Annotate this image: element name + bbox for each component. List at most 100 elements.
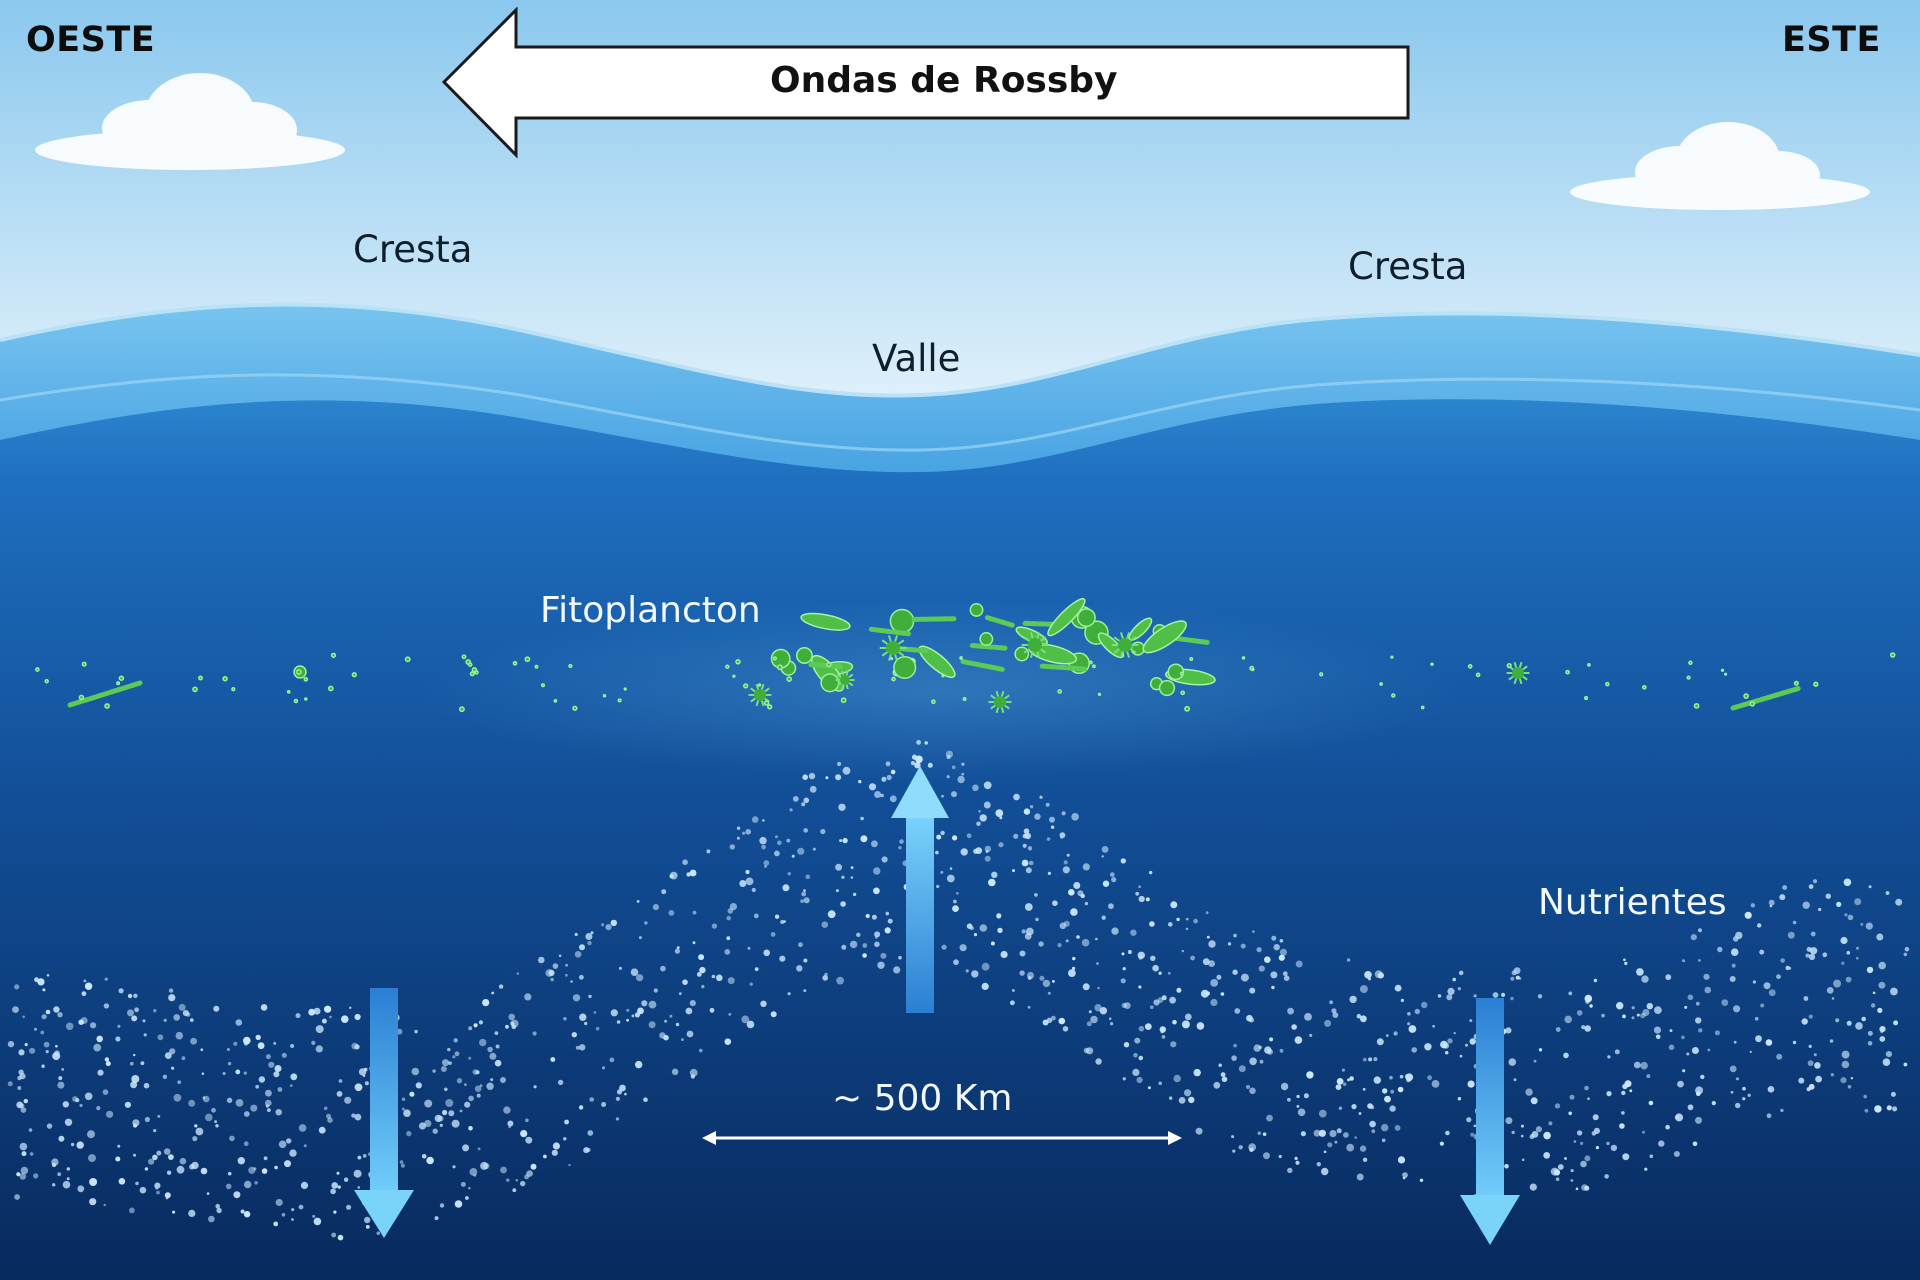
nutrient-dot [1359, 1145, 1367, 1152]
nutrient-dot [610, 919, 617, 927]
nutrient-dot [1050, 825, 1055, 829]
nutrient-dot [89, 1178, 98, 1186]
nutrient-dot [545, 969, 554, 977]
nutrient-dot [770, 932, 776, 937]
nutrient-dot [1263, 1152, 1270, 1160]
chain-plankton [969, 643, 1008, 651]
nutrient-dot [164, 1192, 171, 1199]
nutrient-dot [1324, 1019, 1332, 1027]
nutrient-dot [726, 915, 731, 921]
nutrient-dot [261, 1168, 268, 1174]
nutrient-dot [1802, 901, 1810, 909]
nutrient-dot [1231, 1135, 1235, 1139]
nutrient-dot [351, 1113, 356, 1118]
nutrient-dot [1721, 999, 1729, 1006]
nutrient-dot [315, 1045, 323, 1053]
radiolarian-plankton [835, 670, 855, 690]
nutrient-dot [1062, 866, 1070, 874]
nutrient-dot [729, 844, 735, 850]
nutrient-dot [181, 1056, 186, 1061]
diatom-plankton [1142, 620, 1187, 654]
nutrient-dot [227, 1171, 232, 1176]
nutrient-dot [1903, 952, 1908, 957]
nutrient-dot [1808, 1044, 1812, 1048]
nutrient-dot [1393, 1031, 1398, 1036]
nutrient-dot [976, 821, 981, 827]
nutrient-dot [1589, 1004, 1593, 1008]
nutrient-dot [1621, 1111, 1625, 1115]
phytoplankton-cell [104, 703, 110, 709]
nutrient-dot [34, 1027, 37, 1031]
nutrient-dot [1122, 1077, 1127, 1081]
nutrient-dot [1294, 1036, 1303, 1044]
nutrient-dot [638, 936, 642, 940]
nutrient-dot [1735, 1102, 1741, 1109]
scale-label: ~ 500 Km [832, 1078, 1013, 1119]
nutrient-dot [631, 1014, 635, 1018]
nutrient-dot [1440, 1040, 1448, 1049]
nutrient-dot [45, 1050, 49, 1054]
nutrient-dot [106, 1110, 114, 1118]
nutrient-dot [1533, 1059, 1537, 1063]
phytoplankton-cell [1167, 663, 1185, 681]
nutrient-dot [835, 863, 843, 871]
nutrient-dot [552, 963, 559, 969]
nutrient-dot [1066, 853, 1070, 857]
nutrient-dot [468, 1026, 473, 1031]
nutrient-dot [763, 860, 770, 866]
nutrient-dot [1208, 940, 1216, 948]
nutrient-dot [265, 1099, 272, 1107]
nutrient-dot [133, 993, 138, 998]
nutrient-dot [1846, 951, 1851, 955]
nutrient-dot [1458, 970, 1464, 976]
nutrient-dot [143, 1082, 150, 1089]
nutrient-dot [1882, 1058, 1891, 1066]
diatom-plankton [1047, 598, 1086, 637]
nutrient-dot [1806, 1087, 1811, 1092]
nutrient-dot [1555, 1027, 1561, 1032]
phytoplankton-cell [553, 699, 558, 703]
nutrient-dot [644, 921, 648, 925]
nutrient-dot [1530, 1097, 1538, 1105]
nutrient-dot [349, 1006, 352, 1009]
nutrient-dot [616, 1020, 621, 1024]
nutrient-dot [354, 1113, 362, 1121]
nutrient-dot [1631, 1006, 1635, 1010]
nutrient-dot [401, 1107, 405, 1111]
nutrient-dot [1349, 995, 1357, 1004]
nutrient-dot [17, 1086, 22, 1090]
nutrient-dot [243, 1071, 247, 1075]
nutrient-dot [1788, 966, 1792, 970]
nutrient-dot [55, 1044, 58, 1048]
nutrient-dot [946, 775, 950, 779]
nutrient-dot [671, 1068, 679, 1076]
nutrient-dot [935, 850, 939, 855]
nutrient-dot [515, 1179, 518, 1182]
nutrient-dot [1755, 1035, 1762, 1043]
nutrient-dot [1084, 901, 1089, 906]
nutrient-dot [434, 1114, 443, 1123]
nutrient-dot [1622, 1153, 1630, 1161]
nutrient-dot [874, 931, 881, 938]
chain-plankton [911, 616, 959, 622]
nutrient-dot [1373, 1057, 1378, 1062]
nutrient-dot [1287, 1097, 1291, 1102]
nutrient-dot [1640, 1061, 1648, 1070]
nutrient-dot [835, 774, 842, 781]
nutrient-dot [1258, 965, 1265, 972]
nutrient-dot [1854, 898, 1862, 906]
nutrient-dot [675, 1022, 680, 1027]
nutrient-dot [1188, 1096, 1195, 1104]
nutrient-dot [1822, 952, 1828, 958]
nutrient-dot [583, 1147, 590, 1154]
phytoplankton-cell [840, 697, 847, 704]
nutrient-dot [927, 762, 933, 768]
phytoplankton-cell [572, 705, 578, 711]
nutrient-dot [952, 835, 958, 841]
nutrient-dot [364, 1081, 369, 1086]
nutrient-dot [1733, 1005, 1741, 1013]
nutrient-dot [1446, 994, 1453, 1001]
nutrient-dot [751, 887, 756, 893]
nutrient-dot [1750, 903, 1756, 908]
nutrient-dot [1144, 1023, 1152, 1030]
